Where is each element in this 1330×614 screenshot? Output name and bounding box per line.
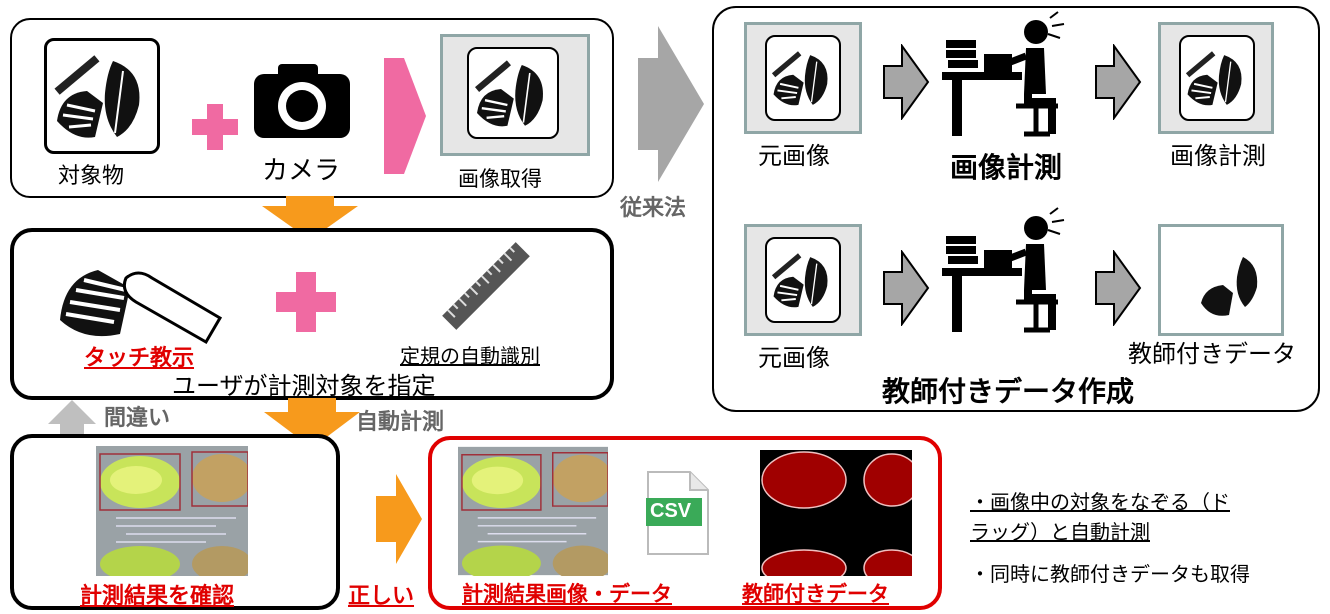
conv-action-label: 画像計測 [950,151,1063,184]
wrong-label: 間違い [104,406,171,431]
note-line1a: ・画像中の対象をなぞる（ド [970,490,1230,514]
result-icon [1184,50,1243,107]
conv-source-label: 元画像 [758,142,830,170]
ruler-icon [442,242,530,330]
note-line1b: ラッグ）と自動計測 [970,520,1150,544]
auto-label: 自動計測 [356,410,445,435]
camera-label: カメラ [262,156,341,186]
source-icon [770,252,829,309]
step-arrow-icon [1095,44,1142,120]
touch-label: タッチ教示 [84,346,195,371]
down-arrow-icon [262,196,358,240]
csv-file-icon: CSV [646,470,710,556]
result-seeds [458,446,608,576]
source-icon [770,50,829,107]
right-arrow-icon [376,474,422,564]
conv-footer-label: 教師付きデータ作成 [882,375,1135,408]
result-photo [458,446,608,576]
acquired-label: 画像取得 [458,167,542,191]
step-arrow-icon [883,44,930,120]
mask-segments [761,451,912,576]
ruler-label: 定規の自動識別 [400,344,540,368]
conv-result-label: 画像計測 [1170,142,1266,170]
mask-icon [1201,257,1258,316]
confirm-label: 計測結果を確認 [80,584,235,609]
plus-icon [276,272,336,332]
measured-seeds [96,446,248,576]
conv-result-image [1158,22,1274,134]
acquired-icon [473,59,545,128]
measurement-photo [96,446,248,576]
note-line2: ・同時に教師付きデータも取得 [970,562,1250,586]
pink-arrow-icon [384,58,426,174]
output-result-label: 計測結果画像・データ [462,582,672,606]
object-image [44,38,160,154]
csv-text: CSV [650,500,692,522]
teacher-data-image [1158,224,1284,336]
down-arrow-icon [264,398,360,448]
plus-icon [192,104,238,150]
conv2-source-image [744,224,862,336]
user-input-caption: ユーザが計測対象を指定 [172,372,436,400]
conventional-arrow-icon [638,26,704,182]
conventional-label: 従来法 [620,196,687,221]
acquired-image [440,34,590,156]
object-label: 対象物 [58,164,125,189]
correct-label: 正しい [348,584,415,609]
conv2-result-label: 教師付きデータ [1128,340,1296,368]
conv2-source-label: 元画像 [758,344,830,372]
output-teacher-label: 教師付きデータ [742,582,889,606]
worker-icon [942,207,1065,333]
camera-icon [254,64,350,138]
mask-photo [760,450,912,576]
step-arrow-icon [1095,250,1142,326]
step-arrow-icon [883,250,930,326]
object-icon [53,53,141,140]
worker-icon [942,11,1065,137]
conv-source-image [744,22,862,134]
touch-icon [60,270,223,345]
